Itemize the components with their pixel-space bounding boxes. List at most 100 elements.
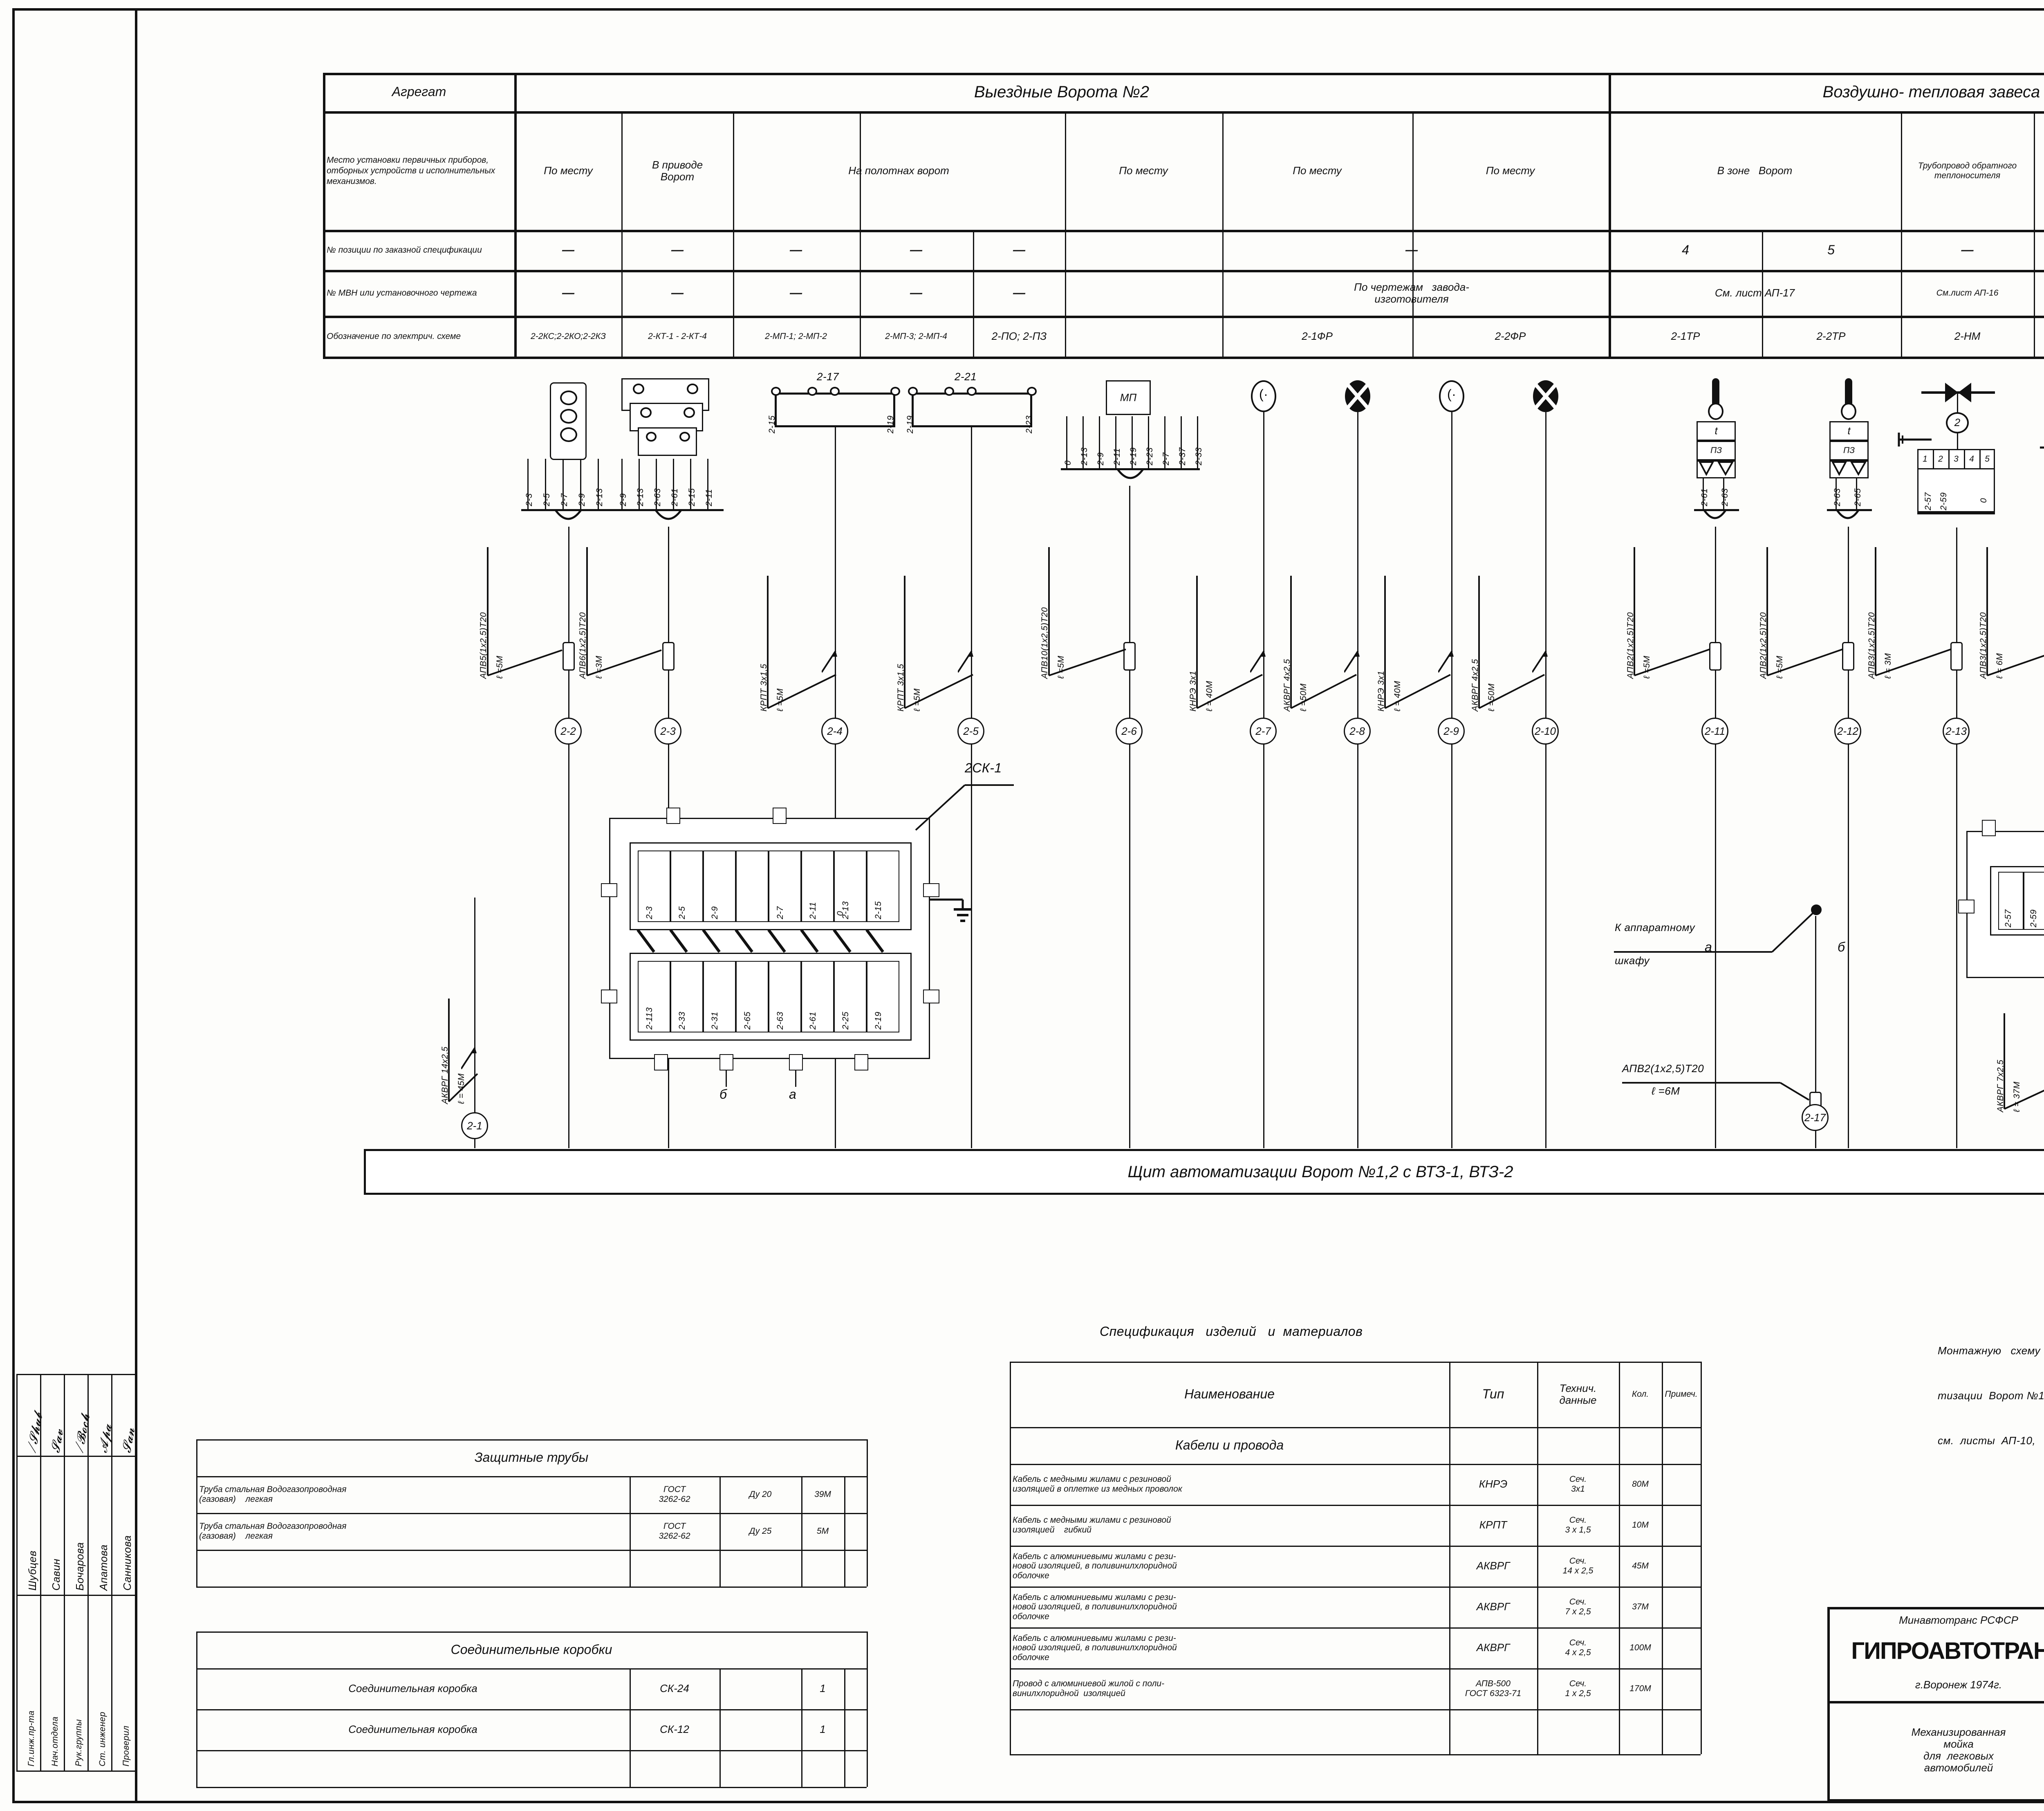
header-col-mvn-1: —	[671, 286, 684, 300]
header-col-mvn-4: —	[1013, 286, 1025, 300]
spec-row-1-qty: 10М	[1632, 1520, 1649, 1530]
drop-line-2-4	[835, 427, 836, 1148]
cable-type-2-1: АКВРГ 14х2,5	[440, 1046, 450, 1104]
cable-len-2-13: ℓ = 3М	[1883, 653, 1893, 679]
valve-term-2: 2	[1938, 454, 1943, 464]
header-col-desig-10: 2-Л	[2035, 317, 2044, 356]
header-col-pos-0: —	[562, 243, 574, 257]
header-col-place-4: По месту	[1119, 164, 1168, 177]
spec-header-0: Наименование	[1184, 1387, 1275, 1402]
header-group-title-1: Воздушно- тепловая завеса ВТЗ-2	[1822, 83, 2044, 101]
rail-label-2-19a: 2-19	[886, 415, 895, 433]
conduit-mark-2-2	[563, 642, 575, 671]
jb-left-r2-5: 2-61	[808, 1011, 818, 1030]
pipes-row-0-gost: ГОСТ 3262-62	[659, 1485, 690, 1504]
signature-name-1: Савин	[50, 1558, 62, 1591]
control-panel-bar: Щит автоматизации Ворот №1,2 с ВТЗ-1, ВТ…	[364, 1149, 2044, 1195]
arrow-2-7	[1250, 650, 1266, 673]
drop-line-2-7	[1263, 412, 1264, 1148]
spec-row-2-qty: 45М	[1632, 1561, 1649, 1571]
branch-id-2-11: 2-11	[1701, 718, 1728, 745]
note-line-0: Монтажную схему щита автома-	[1938, 1344, 2041, 1357]
relay-contact-2	[687, 384, 698, 394]
spec-row-2-tech: Сеч. 14 х 2,5	[1562, 1556, 1594, 1575]
header-row-label-3: № МВН или установочного чертежа	[327, 288, 477, 298]
wire-2-6-2: 2-9	[1096, 452, 1105, 465]
pipes-row-0-size: Ду 20	[749, 1490, 772, 1499]
cable-type-2-3: АПВ6(1х2,5)Т20	[578, 612, 587, 679]
frame-top	[12, 8, 2044, 11]
cable-len-2-17: ℓ =6М	[1652, 1085, 1680, 1097]
wire-2-6-4: 2-19	[1129, 447, 1138, 465]
drop-line-2-5	[971, 427, 972, 1148]
valve-term-3: 3	[1954, 454, 1959, 464]
spec-row-5-name: Провод с алюминиевой жилой с поли- винил…	[1013, 1679, 1165, 1698]
frame-bottom	[12, 1801, 2044, 1803]
spec-row-4-tech: Сеч. 4 х 2,5	[1565, 1638, 1591, 1657]
arrow-2-10	[1532, 650, 1548, 673]
wire-2-11-1: 2-63	[1720, 488, 1730, 506]
to-cabinet-line-1: К аппаратному	[1615, 921, 1695, 934]
drop-line-2-8	[1357, 412, 1358, 1148]
signature-role-1: Нач.отдела	[50, 1716, 60, 1766]
jb-left-r1-2: 2-9	[710, 906, 719, 919]
header-row-label-0: Агрегат	[392, 84, 446, 99]
header-col-place-7: В зоне Ворот	[1717, 164, 1793, 177]
wire-2-2-4: 2-13	[595, 488, 604, 506]
cable-type-2-14: АПВ3(1х2,5)Т20	[1979, 612, 1988, 679]
jb-right-1: 2-59	[2029, 909, 2038, 927]
header-col-mvn-3: —	[910, 286, 922, 300]
arrow-2-5	[958, 650, 973, 673]
branch-id-2-10: 2-10	[1532, 718, 1559, 745]
wire-2-6-5: 2-23	[1145, 447, 1154, 465]
signature-role-0: Гл.инж.пр-та	[27, 1710, 36, 1766]
header-col-pos-4: —	[1013, 243, 1025, 257]
wire-2-2-0: 2-3	[524, 493, 534, 506]
arrow-2-8	[1344, 650, 1360, 673]
title-city-year: г.Воронеж 1974г.	[1915, 1679, 2002, 1691]
cable-len-2-9: ℓ = 40М	[1393, 680, 1402, 711]
jb-left-r1-7: 2-15	[874, 901, 883, 919]
signal-circle-2-9	[1439, 380, 1464, 412]
jb-left-r2-7: 2-19	[874, 1011, 883, 1030]
branch-id-2-13: 2-13	[1943, 718, 1970, 745]
boxes-row-0-type: СК-24	[660, 1682, 689, 1695]
valve-number: 2	[1954, 416, 1961, 429]
title-object: Механизированная мойка для легковых авто…	[1911, 1726, 2006, 1774]
spec-header-1: Тип	[1482, 1387, 1504, 1402]
cross-icon-2-10	[1534, 383, 1558, 409]
marker-letter-b: б	[1838, 940, 1845, 954]
marker-letter-a: а	[1705, 940, 1712, 954]
spec-header-3: Кол.	[1632, 1389, 1649, 1399]
ground-icon-left	[930, 898, 972, 922]
spec-row-3-type: АКВРГ	[1476, 1600, 1510, 1613]
jb-left-r2-3: 2-65	[743, 1011, 752, 1030]
cable-type-2-10: АКВРГ 4х2,5	[1470, 659, 1480, 711]
thermo-pz-label-1: ПЗ	[1710, 446, 1722, 456]
header-col-desig-2: 2-МП-1; 2-МП-2	[765, 332, 827, 341]
arrow-2-9	[1438, 650, 1454, 673]
drop-line-2-17	[1815, 916, 1816, 1148]
valve-wire-0: 0	[1979, 498, 1988, 503]
title-ministry: Минавтотранс РСФСР	[1899, 1614, 2018, 1627]
header-row-label-4: Обозначение по электрич. схеме	[327, 332, 461, 341]
header-col-desig-7: 2-1ТР	[1671, 330, 1700, 343]
to-cabinet-line-2: шкафу	[1615, 954, 1650, 967]
pipes-row-1-name: Труба стальная Водогазопроводная (газова…	[199, 1522, 347, 1541]
spec-row-5-type: АПВ-500 ГОСТ 6323-71	[1465, 1679, 1522, 1698]
header-col-place-6: По месту	[1486, 164, 1535, 177]
wire-2-6-3: 2-11	[1112, 448, 1122, 465]
pipes-row-0-qty: 39М	[814, 1490, 831, 1499]
cable-len-2-12: ℓ =5М	[1775, 655, 1784, 679]
valve-term-4: 4	[1969, 454, 1974, 464]
wire-2-3-3: 2-61	[670, 488, 679, 506]
pipes-row-0-name: Труба стальная Водогазопроводная (газова…	[199, 1485, 347, 1504]
control-panel-label: Щит автоматизации Ворот №1,2 с ВТЗ-1, ВТ…	[1127, 1162, 1513, 1181]
spec-row-2-name: Кабель с алюминиевыми жилами с рези- нов…	[1013, 1551, 1177, 1580]
cross-icon-2-8	[1346, 383, 1369, 409]
branch-id-2-3: 2-3	[654, 718, 681, 745]
wire-2-2-1: 2-5	[542, 493, 551, 506]
cable-type-2-7: КНРЭ 3х1	[1188, 671, 1198, 711]
header-col-desig-1: 2-КТ-1 - 2-КТ-4	[648, 332, 707, 341]
cable-len-2-7: ℓ = 40М	[1205, 680, 1214, 711]
